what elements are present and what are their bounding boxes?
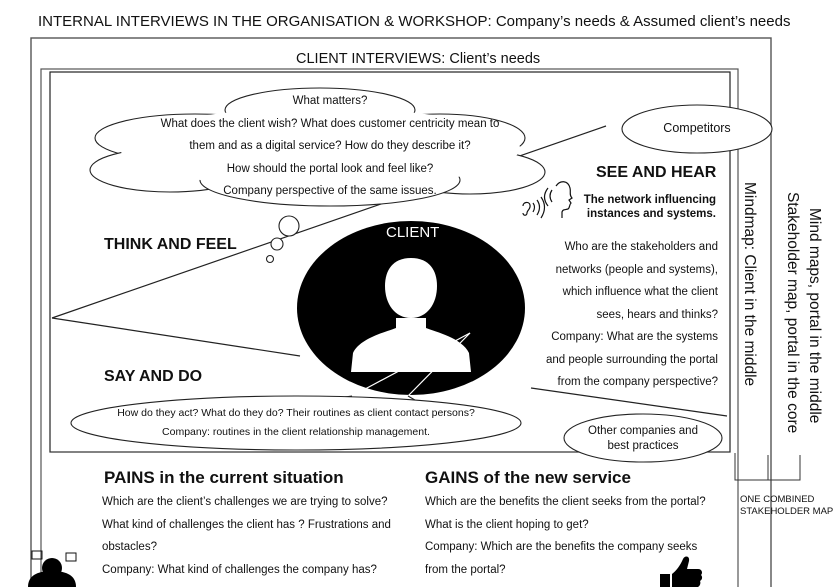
thumbs-up-icon <box>660 556 703 587</box>
cloud-line: What does the client wish? What does cus… <box>160 117 500 130</box>
combined-map-line: STAKEHOLDER MAP <box>740 506 834 517</box>
gains-line: from the portal? <box>425 563 506 576</box>
pains-line: Company: What kind of challenges the com… <box>102 563 377 576</box>
think-cloud-text: What matters? What does the client wish?… <box>120 90 540 203</box>
see-hear-text: Who are the stakeholders and networks (p… <box>500 236 718 394</box>
see-hear-line: Company: What are the systems <box>551 331 718 343</box>
see-hear-line: Who are the stakeholders and <box>564 241 718 253</box>
other-companies-line: Other companies and <box>588 425 698 437</box>
pains-line: obstacles? <box>102 541 157 553</box>
gains-line: What is the client hoping to get? <box>425 518 589 531</box>
talking-people-icon <box>28 550 77 587</box>
competitors-oval <box>621 104 773 154</box>
see-hear-line: networks (people and systems), <box>555 263 718 276</box>
other-companies-label: Other companies and best practices <box>564 424 722 454</box>
combined-map-line: ONE COMBINED <box>740 494 815 505</box>
bracket-mindmap <box>734 453 769 481</box>
thought-bubble-medium <box>270 237 284 251</box>
person-icon <box>351 258 471 372</box>
other-companies-line: best practices <box>607 440 679 452</box>
see-hear-subtitle: The network influencing instances and sy… <box>560 193 716 221</box>
see-hear-line: and people surrounding the portal <box>546 353 718 366</box>
think-feel-heading: THINK AND FEEL <box>104 236 237 253</box>
client-label: CLIENT <box>386 224 440 241</box>
client-interviews-title: CLIENT INTERVIEWS: Client’s needs <box>296 51 541 67</box>
cloud-line: What matters? <box>292 95 368 107</box>
say-do-line: How do they act? What do they do? Their … <box>117 407 475 419</box>
see-hear-heading: SEE AND HEAR <box>596 164 717 181</box>
stakeholder-vertical-label-2: Stakeholder map, portal in the core <box>784 192 801 434</box>
diagonal-line-right <box>530 387 728 417</box>
see-hear-line: from the company perspective? <box>557 376 718 388</box>
cloud-line: them and as a digital service? How do th… <box>189 140 471 152</box>
client-interview-frame <box>40 68 739 587</box>
pains-text: Which are the client’s challenges we are… <box>102 491 391 581</box>
pains-line: Which are the client’s challenges we are… <box>102 496 388 508</box>
outer-frame <box>30 37 772 587</box>
see-hear-subtitle-line: The network influencing <box>583 194 716 206</box>
say-do-text: How do they act? What do they do? Their … <box>76 404 516 442</box>
cloud-line: How should the portal look and feel like… <box>226 162 434 175</box>
combined-map-label: ONE COMBINED STAKEHOLDER MAP <box>740 494 833 518</box>
ear-icon <box>522 196 546 219</box>
see-hear-line: which influence what the client <box>562 286 718 298</box>
see-hear-line: sees, hears and thinks? <box>596 308 718 321</box>
say-do-heading: SAY AND DO <box>104 368 203 385</box>
stakeholder-vertical-label-1: Mind maps, portal in the middle <box>806 208 823 424</box>
thought-bubble-small <box>265 254 275 264</box>
gains-line: Company: Which are the benefits the comp… <box>425 541 698 553</box>
thought-bubble-large <box>278 215 300 237</box>
other-companies-oval <box>563 413 723 463</box>
say-do-line: Company: routines in the client relation… <box>162 426 430 438</box>
gains-line: Which are the benefits the client seeks … <box>425 496 706 508</box>
gains-text: Which are the benefits the client seeks … <box>425 491 706 581</box>
pains-title: PAINS in the current situation <box>104 468 344 487</box>
say-do-bubble <box>70 395 522 451</box>
speaking-head-icon <box>543 181 573 218</box>
see-hear-subtitle-line: instances and systems. <box>586 208 716 220</box>
mindmap-vertical-label: Mindmap: Client in the middle <box>741 182 758 387</box>
gains-title: GAINS of the new service <box>425 468 631 487</box>
bracket-stakeholder <box>767 455 801 481</box>
competitors-label: Competitors <box>663 121 731 135</box>
pains-line: What kind of challenges the client has ?… <box>102 518 391 531</box>
think-cloud-shape <box>89 87 546 207</box>
cloud-line: Company perspective of the same issues. <box>223 185 437 197</box>
diagonal-line-lower <box>51 317 301 357</box>
top-title: INTERNAL INTERVIEWS IN THE ORGANISATION … <box>38 13 791 30</box>
